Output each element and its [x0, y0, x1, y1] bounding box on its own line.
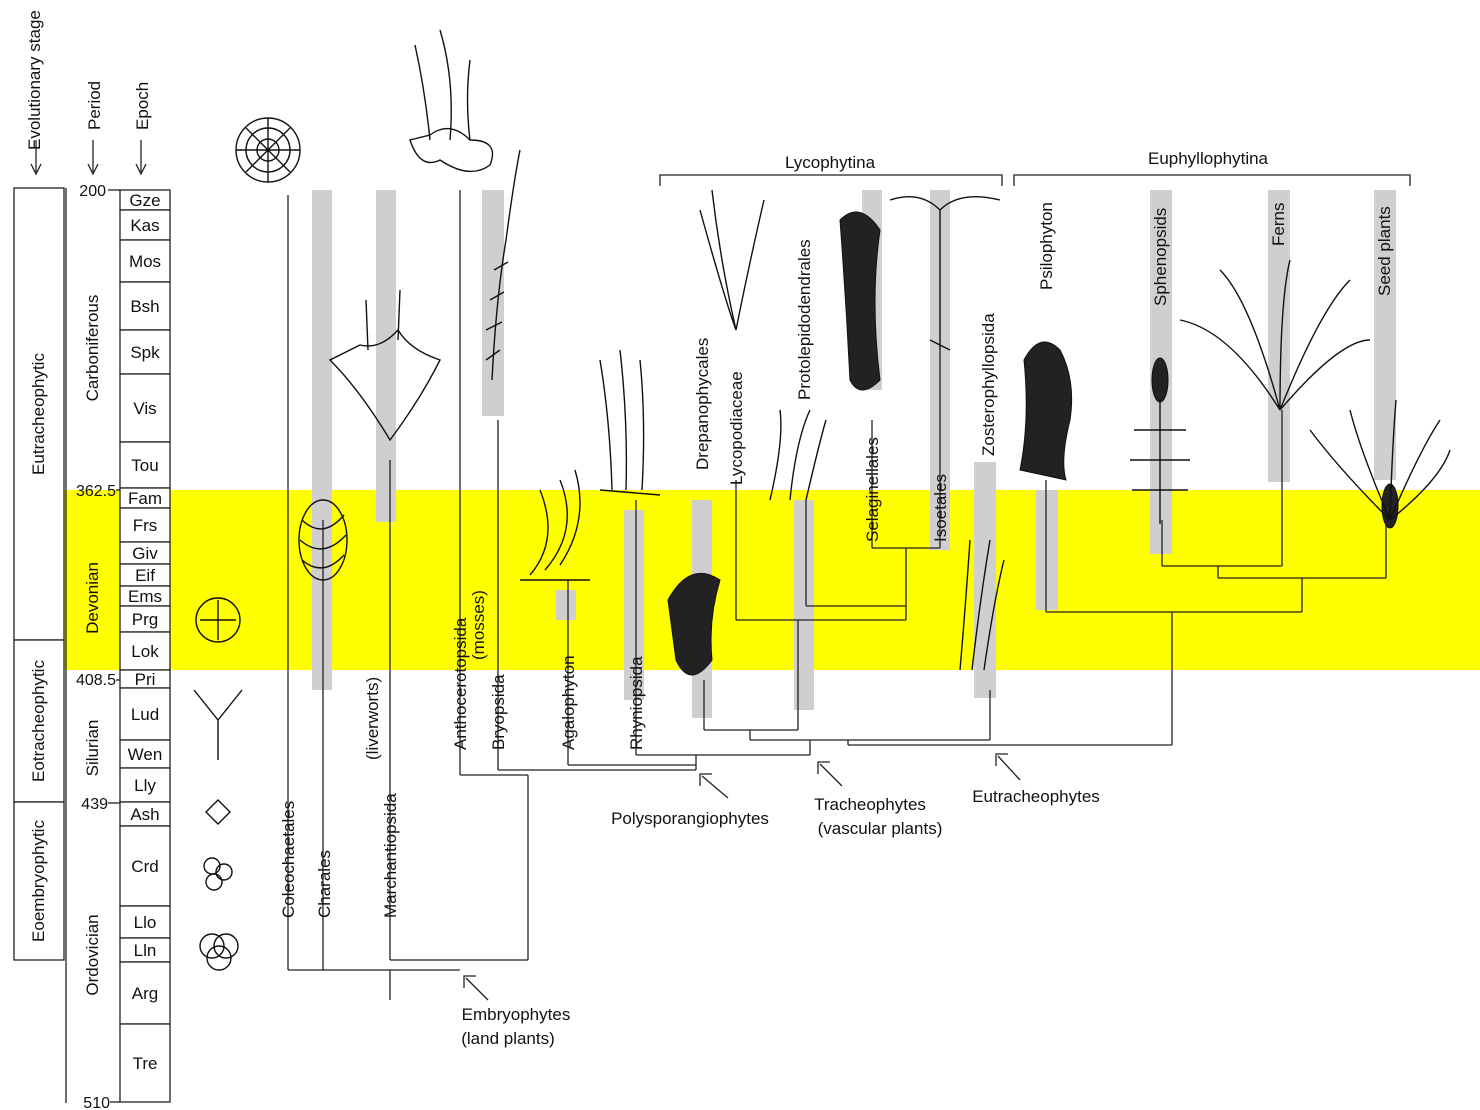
group-brackets: Lycophytina Euphyllophytina: [660, 149, 1410, 186]
coleochaete-fossil-icon: [236, 118, 300, 182]
epoch-label: Lok: [131, 642, 159, 661]
taxon-liverworts: (liverworts): [363, 677, 382, 760]
devonian-highlight-band: [62, 490, 1480, 670]
taxon-lycopodiaceae: Lycopodiaceae: [727, 371, 746, 485]
tick-label: 200: [79, 183, 106, 200]
taxon-selaginellales: Selaginellales: [863, 437, 882, 542]
tick-label: 408.5: [76, 672, 116, 689]
epoch-label: Mos: [129, 252, 161, 271]
tick-label: 362.5: [76, 483, 116, 500]
clade-eutracheophytes: Eutracheophytes: [972, 787, 1100, 806]
taxon-protolepidodendrales: Protolepidodendrales: [795, 239, 814, 400]
period-silurian: Silurian: [83, 720, 102, 777]
clade-polysporangiophytes: Polysporangiophytes: [611, 809, 769, 828]
taxon-agalophyton: Agalophyton: [559, 655, 578, 750]
epoch-label: Frs: [133, 516, 158, 535]
clade-labels: Embryophytes (land plants) Polysporangio…: [461, 754, 1100, 1048]
taxon-ferns: Ferns: [1269, 203, 1288, 246]
epoch-label: Gze: [129, 191, 160, 210]
taxon-anthocerotopsida: Anthocerotopsida: [451, 617, 470, 750]
epoch-label: Ems: [128, 587, 162, 606]
header-epoch: Epoch: [133, 82, 152, 130]
taxon-drepanophycales: Drepanophycales: [693, 338, 712, 470]
epoch-label: Kas: [130, 216, 159, 235]
group-euphyllophytina: Euphyllophytina: [1148, 149, 1269, 168]
epoch-label: Ash: [130, 805, 159, 824]
clade-embryophytes: Embryophytes: [462, 1005, 571, 1024]
taxon-bryopsida: Bryopsida: [489, 674, 508, 750]
tick-label: 439: [81, 796, 108, 813]
clade-tracheophytes-sub: (vascular plants): [818, 819, 943, 838]
taxon-marchantiopsida: Marchantiopsida: [381, 793, 400, 918]
period-devonian: Devonian: [83, 562, 102, 634]
column-headers: Evolutionary stage Period Epoch: [25, 10, 152, 174]
psilophyton-icon: [1020, 342, 1072, 480]
epoch-label: Llo: [134, 913, 157, 932]
epoch-label: Lud: [131, 705, 159, 724]
epoch-label: Crd: [131, 857, 158, 876]
header-period: Period: [85, 81, 104, 130]
epoch-label: Lly: [134, 776, 156, 795]
taxon-zosterophyllopsida: Zosterophyllopsida: [979, 313, 998, 456]
epoch-label: Arg: [132, 984, 158, 1003]
taxon-charales: Charales: [315, 850, 334, 918]
taxon-isoetales: Isoetales: [931, 474, 950, 542]
epoch-label: Tou: [131, 456, 158, 475]
epoch-column: GzeKasMosBshSpkVisTouFamFrsGivEifEmsPrgL…: [120, 190, 170, 1102]
taxon-coleochaetales: Coleochaetales: [279, 801, 298, 918]
taxon-psilophyton: Psilophyton: [1037, 202, 1056, 290]
header-evolutionary-stage: Evolutionary stage: [25, 10, 44, 150]
rhynia-icon: [600, 350, 660, 495]
epoch-label: Bsh: [130, 297, 159, 316]
epoch-label: Lln: [134, 941, 157, 960]
epoch-label: Fam: [128, 489, 162, 508]
stage-eutracheophytic: Eutracheophytic: [29, 353, 48, 475]
epoch-label: Pri: [135, 670, 156, 689]
period-ordovician: Ordovician: [83, 914, 102, 995]
group-lycophytina: Lycophytina: [785, 153, 876, 172]
arrow-down-icon: [31, 140, 146, 174]
stage-eoembryophytic: Eoembryophytic: [29, 820, 48, 942]
taxon-mosses: (mosses): [469, 590, 488, 660]
epoch-label: Wen: [128, 745, 163, 764]
epoch-label: Tre: [133, 1054, 158, 1073]
tick-label: 510: [83, 1095, 110, 1110]
epoch-label: Spk: [130, 343, 160, 362]
stage-eotracheophytic: Eotracheophytic: [29, 660, 48, 782]
clade-tracheophytes: Tracheophytes: [814, 795, 926, 814]
clade-embryophytes-sub: (land plants): [461, 1029, 555, 1048]
epoch-label: Giv: [132, 544, 158, 563]
epoch-label: Vis: [133, 399, 156, 418]
liverwort-icon: [330, 30, 493, 440]
taxon-rhyniopsida: Rhyniopsida: [627, 656, 646, 750]
epoch-label: Eif: [135, 566, 155, 585]
taxon-sphenopsids: Sphenopsids: [1151, 208, 1170, 306]
taxon-seed-plants: Seed plants: [1375, 206, 1394, 296]
stage-column: Eutracheophytic Eotracheophytic Eoembryo…: [14, 188, 64, 960]
period-carboniferous: Carboniferous: [83, 295, 102, 402]
epoch-label: Prg: [132, 610, 158, 629]
